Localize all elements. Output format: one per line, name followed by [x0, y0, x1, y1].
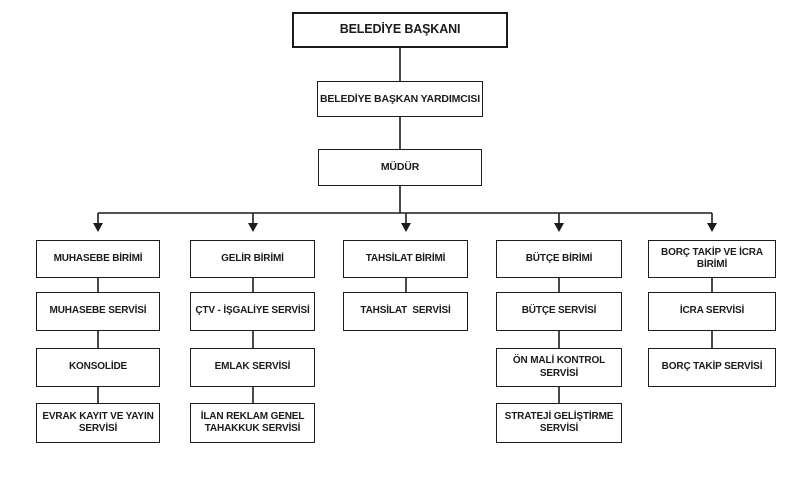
node-on-mali-kontrol-servisi: ÖN MALİ KONTROL SERVİSİ [496, 348, 622, 387]
node-label: BORÇ TAKİP VE İCRA BİRİMİ [661, 246, 763, 270]
arrowhead-down-icon [93, 223, 103, 232]
node-mudur: MÜDÜR [318, 149, 482, 186]
node-konsolide: KONSOLİDE [36, 348, 160, 387]
node-belediye-baskan-yardimcisi: BELEDİYE BAŞKAN YARDIMCISI [317, 81, 483, 117]
node-label: TAHSİLAT BİRİMİ [365, 252, 446, 264]
node-tahsilat-servisi: TAHSİLAT SERVİSİ [343, 292, 468, 331]
node-label: BORÇ TAKİP SERVİSİ [661, 361, 763, 373]
node-label: GELİR BİRİMİ [221, 252, 284, 264]
arrowhead-down-icon [554, 223, 564, 232]
node-label: ÖN MALİ KONTROL SERVİSİ [512, 355, 606, 379]
node-strateji-gelistirme-servisi: STRATEJİ GELİŞTİRME SERVİSİ [496, 403, 622, 443]
node-label: İCRA SERVİSİ [679, 305, 745, 317]
node-muhasebe-birimi: MUHASEBE BİRİMİ [36, 240, 160, 278]
node-butce-servisi: BÜTÇE SERVİSİ [496, 292, 622, 331]
node-tahsilat-birimi: TAHSİLAT BİRİMİ [343, 240, 468, 278]
node-evrak-kayit-ve-yayin-servisi: EVRAK KAYIT VE YAYIN SERVİSİ [36, 403, 160, 443]
node-label: BÜTÇE SERVİSİ [521, 305, 597, 317]
node-icra-servisi: İCRA SERVİSİ [648, 292, 776, 331]
node-label: BELEDİYE BAŞKANI [339, 22, 461, 37]
arrowhead-down-icon [401, 223, 411, 232]
node-label: STRATEJİ GELİŞTİRME SERVİSİ [504, 410, 614, 434]
node-emlak-servisi: EMLAK SERVİSİ [190, 348, 315, 387]
node-label: ÇTV - İŞGALİYE SERVİSİ [195, 305, 310, 317]
arrowhead-down-icon [248, 223, 258, 232]
node-label: EMLAK SERVİSİ [214, 361, 291, 373]
node-label: MÜDÜR [380, 161, 420, 174]
node-label: EVRAK KAYIT VE YAYIN SERVİSİ [42, 410, 154, 434]
node-ilan-reklam-genel-tahakkuk-servisi: İLAN REKLAM GENEL TAHAKKUK SERVİSİ [190, 403, 315, 443]
node-label: TAHSİLAT SERVİSİ [360, 305, 451, 317]
node-label: BÜTÇE BİRİMİ [525, 252, 593, 264]
node-label: BELEDİYE BAŞKAN YARDIMCISI [319, 92, 481, 105]
node-label: MUHASEBE BİRİMİ [53, 252, 143, 264]
node-belediye-baskani: BELEDİYE BAŞKANI [292, 12, 508, 48]
node-gelir-birimi: GELİR BİRİMİ [190, 240, 315, 278]
node-label: KONSOLİDE [68, 361, 128, 373]
node-ctv-isgaliye-servisi: ÇTV - İŞGALİYE SERVİSİ [190, 292, 315, 331]
node-butce-birimi: BÜTÇE BİRİMİ [496, 240, 622, 278]
node-label: MUHASEBE SERVİSİ [49, 305, 147, 317]
node-label: İLAN REKLAM GENEL TAHAKKUK SERVİSİ [200, 410, 305, 434]
node-muhasebe-servisi: MUHASEBE SERVİSİ [36, 292, 160, 331]
node-borc-takip-ve-icra-birimi: BORÇ TAKİP VE İCRA BİRİMİ [648, 240, 776, 278]
node-borc-takip-servisi: BORÇ TAKİP SERVİSİ [648, 348, 776, 387]
arrowhead-down-icon [707, 223, 717, 232]
